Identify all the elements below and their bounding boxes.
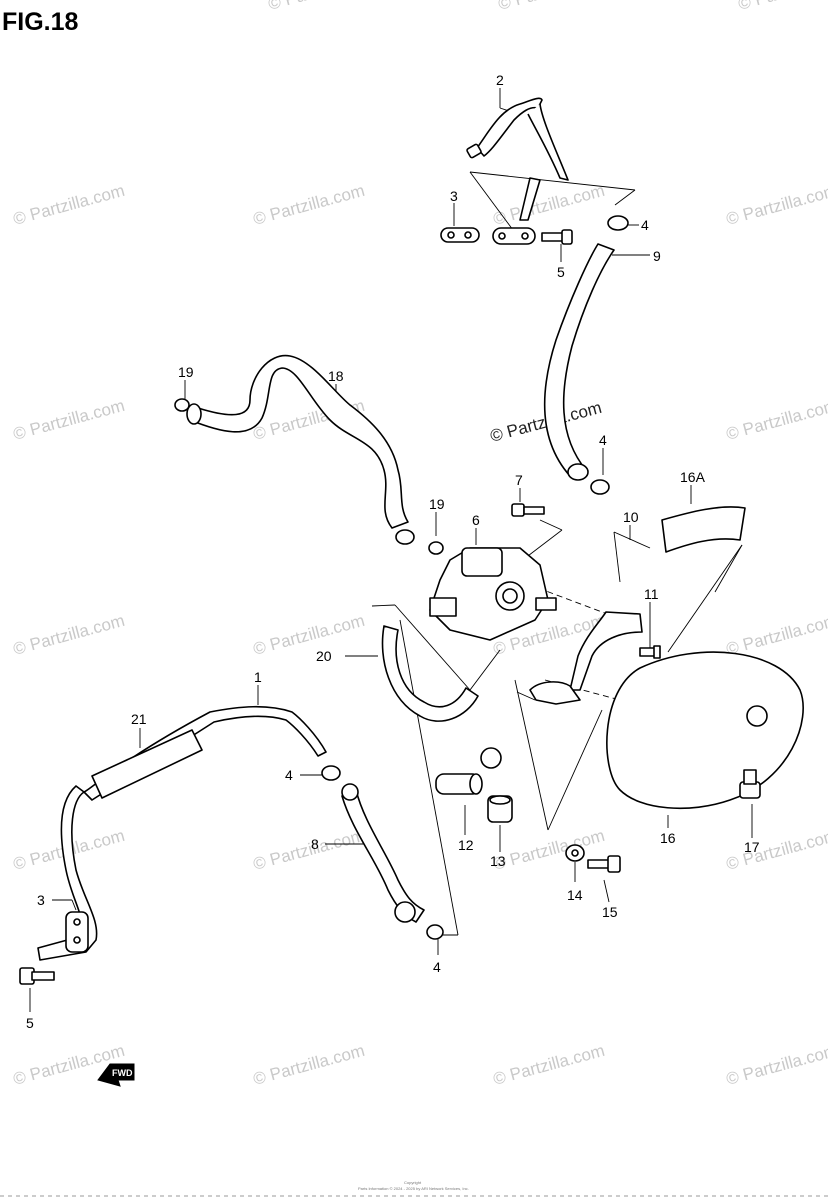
callout-20: 20 — [316, 648, 332, 664]
callout-16A: 16A — [680, 469, 706, 485]
watermark: © Partzilla.com — [11, 611, 127, 659]
callout-4: 4 — [641, 217, 649, 233]
part-15-bolt — [587, 855, 621, 873]
part-4-clamp — [607, 215, 629, 231]
callout-3: 3 — [450, 188, 458, 204]
part-21-insulator — [91, 729, 203, 799]
callout-3: 3 — [37, 892, 45, 908]
callout-2: 2 — [496, 72, 504, 88]
callout-18: 18 — [328, 368, 344, 384]
callout-19: 19 — [178, 364, 194, 380]
watermark: © Partzilla.com — [496, 0, 612, 14]
part-7-bolt — [511, 503, 545, 517]
callout-4: 4 — [285, 767, 293, 783]
watermark-layer: © Partzilla.com © Partzilla.com © Partzi… — [11, 0, 828, 1089]
callout-9: 9 — [653, 248, 661, 264]
watermark: © Partzilla.com — [251, 826, 367, 874]
callout-10: 10 — [623, 509, 639, 525]
watermark: © Partzilla.com — [724, 396, 828, 444]
callout-13: 13 — [490, 853, 506, 869]
part-19-clip — [174, 398, 444, 555]
watermark: © Partzilla.com — [724, 1041, 828, 1089]
callout-4: 4 — [433, 959, 441, 975]
watermark: © Partzilla.com — [11, 181, 127, 229]
footer: Copyright Parts Information © 2024 - 202… — [0, 1180, 828, 1197]
callout-12: 12 — [458, 837, 474, 853]
part-10-bracket — [529, 611, 643, 705]
watermark: © Partzilla.com — [251, 181, 367, 229]
part-18-hose — [186, 354, 415, 545]
fwd-arrow-icon: FWD — [97, 1063, 135, 1087]
callout-17: 17 — [744, 839, 760, 855]
callout-4: 4 — [599, 432, 607, 448]
watermark: © Partzilla.com — [724, 826, 828, 874]
callout-6: 6 — [472, 512, 480, 528]
watermark: © Partzilla.com — [724, 181, 828, 229]
part-4-clamp — [321, 765, 444, 940]
part-6-valve — [429, 547, 557, 641]
watermark: © Partzilla.com — [491, 1041, 607, 1089]
callout-7: 7 — [515, 472, 523, 488]
callout-15: 15 — [602, 904, 618, 920]
callout-8: 8 — [311, 836, 319, 852]
fwd-label: FWD — [112, 1068, 133, 1078]
part-11-bolt — [639, 645, 661, 659]
part-5-bolt — [541, 229, 573, 245]
part-20-hose — [381, 625, 479, 722]
callout-5: 5 — [557, 264, 565, 280]
leader-lines — [29, 88, 753, 1012]
part-17-bolt — [739, 769, 761, 799]
footer-copyright-line: Parts Information © 2024 - 2025 by ARI N… — [358, 1186, 469, 1191]
watermark: © Partzilla.com — [736, 0, 828, 14]
part-2-pipe — [466, 97, 569, 221]
watermark: © Partzilla.com — [266, 0, 382, 14]
callout-16: 16 — [660, 830, 676, 846]
part-8-hose — [341, 783, 425, 923]
footer-copyright: Copyright — [404, 1180, 422, 1185]
watermark: © Partzilla.com — [724, 611, 828, 659]
part-12-collar — [435, 773, 483, 795]
part-3-gasket — [65, 911, 89, 953]
part-9-hose — [543, 243, 615, 495]
part-1-pipe — [83, 705, 327, 801]
callout-5: 5 — [26, 1015, 34, 1031]
callout-11: 11 — [644, 586, 659, 602]
part-5-bolt — [19, 967, 55, 985]
part-3-gasket — [440, 227, 480, 243]
part-13-grommet — [487, 795, 513, 823]
part-flange — [492, 227, 536, 245]
callout-layer: 2 3 4 5 9 19 18 4 7 19 6 16A 10 11 20 1 … — [26, 72, 760, 1031]
callout-21: 21 — [131, 711, 147, 727]
part-14-washer — [565, 844, 585, 862]
part-16A-label — [661, 506, 746, 553]
figure-title: FIG.18 — [2, 8, 79, 36]
watermark: © Partzilla.com — [251, 611, 367, 659]
watermark: © Partzilla.com — [11, 396, 127, 444]
watermark: © Partzilla.com — [251, 1041, 367, 1089]
callout-1: 1 — [254, 669, 262, 685]
callout-14: 14 — [567, 887, 583, 903]
callout-19: 19 — [429, 496, 445, 512]
watermark: © Partzilla.com — [491, 181, 607, 229]
